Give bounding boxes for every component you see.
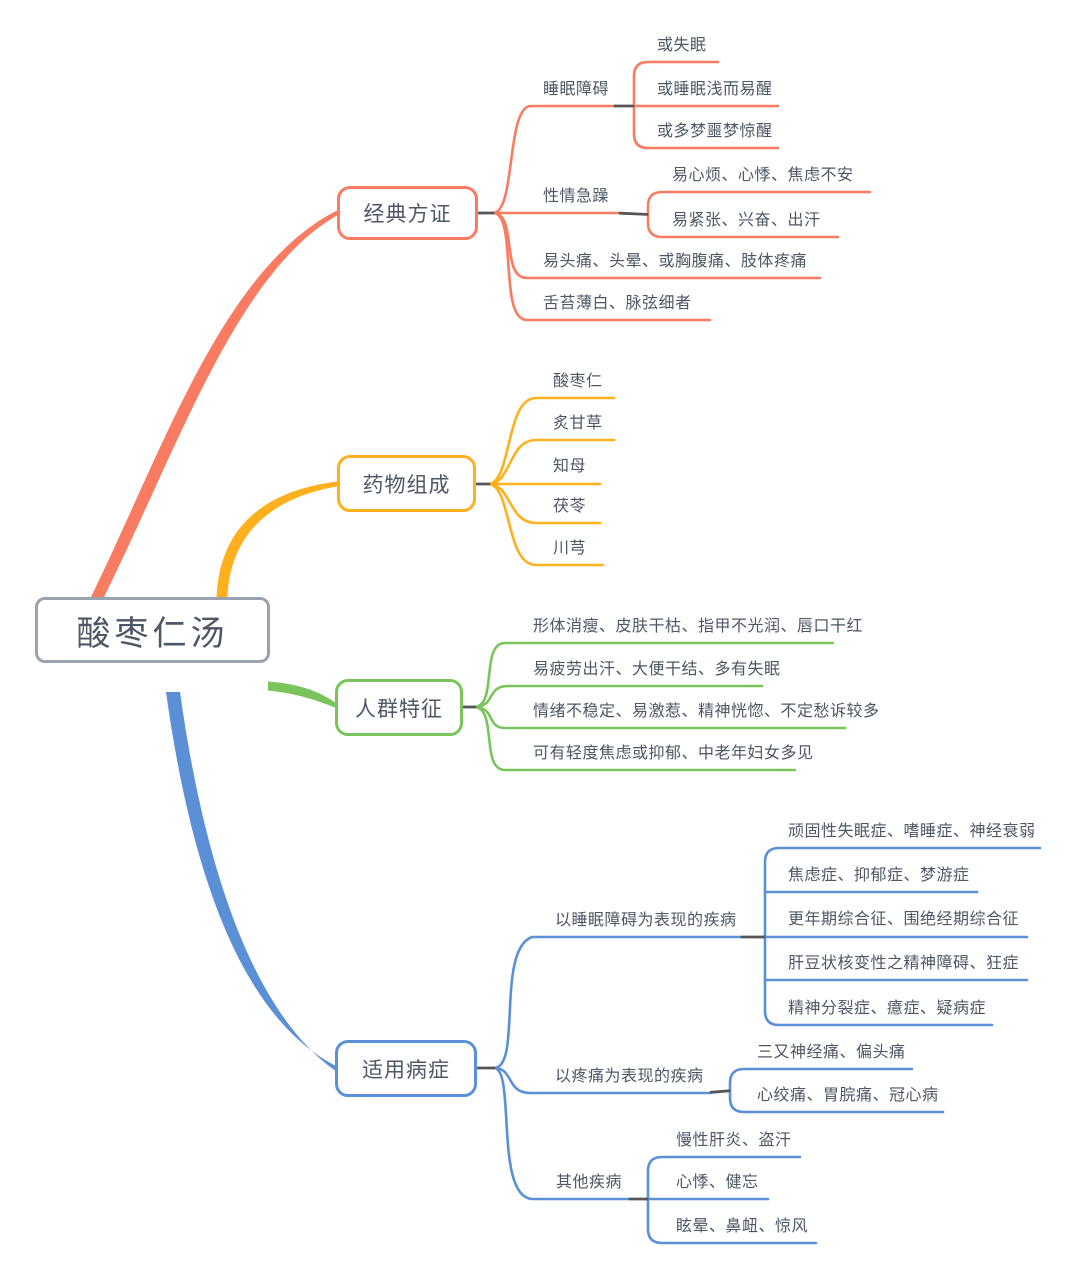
disease-node[interactable]: 更年期综合征、围绝经期综合征	[788, 911, 1020, 928]
topic-node-pain-diseases[interactable]: 以疼痛为表现的疾病	[555, 1068, 704, 1085]
herb-node[interactable]: 知母	[553, 458, 587, 475]
branch-node-applicable-diseases[interactable]: 适用病症	[335, 1040, 477, 1097]
root-node-label: 酸枣仁汤	[76, 614, 229, 653]
classic-branch-connectors	[491, 60, 872, 322]
disease-node[interactable]: 眩晕、鼻衄、惊风	[676, 1218, 809, 1235]
disease-node[interactable]: 焦虑症、抑郁症、梦游症	[788, 867, 970, 884]
disease-node[interactable]: 慢性肝炎、盗汗	[676, 1132, 792, 1149]
branch-node-label: 药物组成	[362, 473, 451, 497]
topic-node-sleep-diseases[interactable]: 以睡眠障碍为表现的疾病	[555, 912, 737, 929]
feature-node[interactable]: 易疲劳出汗、大便干结、多有失眠	[533, 661, 781, 678]
junction-stubs	[461, 104, 766, 1201]
feature-node[interactable]: 可有轻度焦虑或抑郁、中老年妇女多见	[533, 745, 814, 762]
classic-branch-trunk	[90, 210, 337, 598]
herb-node[interactable]: 川芎	[553, 540, 587, 557]
branch-node-population-features[interactable]: 人群特征	[335, 679, 463, 736]
topic-node-pain-symptoms[interactable]: 易头痛、头晕、或胸腹痛、肢体疼痛	[543, 253, 808, 270]
branch-node-label: 人群特征	[355, 697, 443, 721]
root-node[interactable]: 酸枣仁汤	[35, 597, 270, 663]
disease-branch-trunk	[166, 692, 335, 1071]
topic-node-sleep-disorder[interactable]: 睡眠障碍	[543, 81, 610, 98]
disease-node[interactable]: 顽固性失眠症、嗜睡症、神经衰弱	[788, 823, 1036, 840]
subtopic-node[interactable]: 或睡眠浅而易醒	[657, 81, 773, 98]
feature-node[interactable]: 形体消瘦、皮肤干枯、指甲不光润、唇口干红	[533, 618, 864, 635]
branch-node-label: 经典方证	[363, 203, 452, 226]
subtopic-node[interactable]: 易心烦、心悸、焦虑不安	[672, 167, 854, 184]
subtopic-node[interactable]: 易紧张、兴奋、出汗	[672, 212, 821, 229]
branch-node-label: 适用病症	[362, 1058, 450, 1082]
topic-node-other-diseases[interactable]: 其他疾病	[556, 1174, 623, 1191]
branch-node-classic-indications[interactable]: 经典方证	[337, 186, 478, 240]
population-branch-trunk	[268, 681, 335, 708]
disease-node[interactable]: 精神分裂症、癔症、疑病症	[788, 1000, 987, 1017]
population-branch-connectors	[472, 641, 847, 772]
feature-node[interactable]: 情绪不稳定、易激惹、精神恍惚、不定愁诉较多	[533, 703, 880, 720]
disease-node[interactable]: 三又神经痛、偏头痛	[757, 1044, 906, 1061]
disease-node[interactable]: 肝豆状核变性之精神障碍、狂症	[788, 955, 1020, 972]
composition-branch-trunk	[216, 481, 337, 598]
disease-node[interactable]: 心绞痛、胃脘痛、冠心病	[757, 1087, 939, 1104]
subtopic-node[interactable]: 或多梦噩梦惊醒	[657, 123, 773, 140]
herb-node[interactable]: 酸枣仁	[553, 373, 603, 390]
composition-branch-connectors	[486, 396, 616, 567]
branch-node-herb-composition[interactable]: 药物组成	[337, 455, 476, 512]
subtopic-node[interactable]: 或失眠	[657, 37, 707, 54]
topic-node-tongue-pulse[interactable]: 舌苔薄白、脉弦细者	[543, 295, 692, 312]
herb-node[interactable]: 炙甘草	[553, 415, 603, 432]
herb-node[interactable]: 茯苓	[553, 498, 587, 515]
topic-node-irritability[interactable]: 性情急躁	[543, 188, 610, 205]
disease-node[interactable]: 心悸、健忘	[676, 1174, 759, 1191]
